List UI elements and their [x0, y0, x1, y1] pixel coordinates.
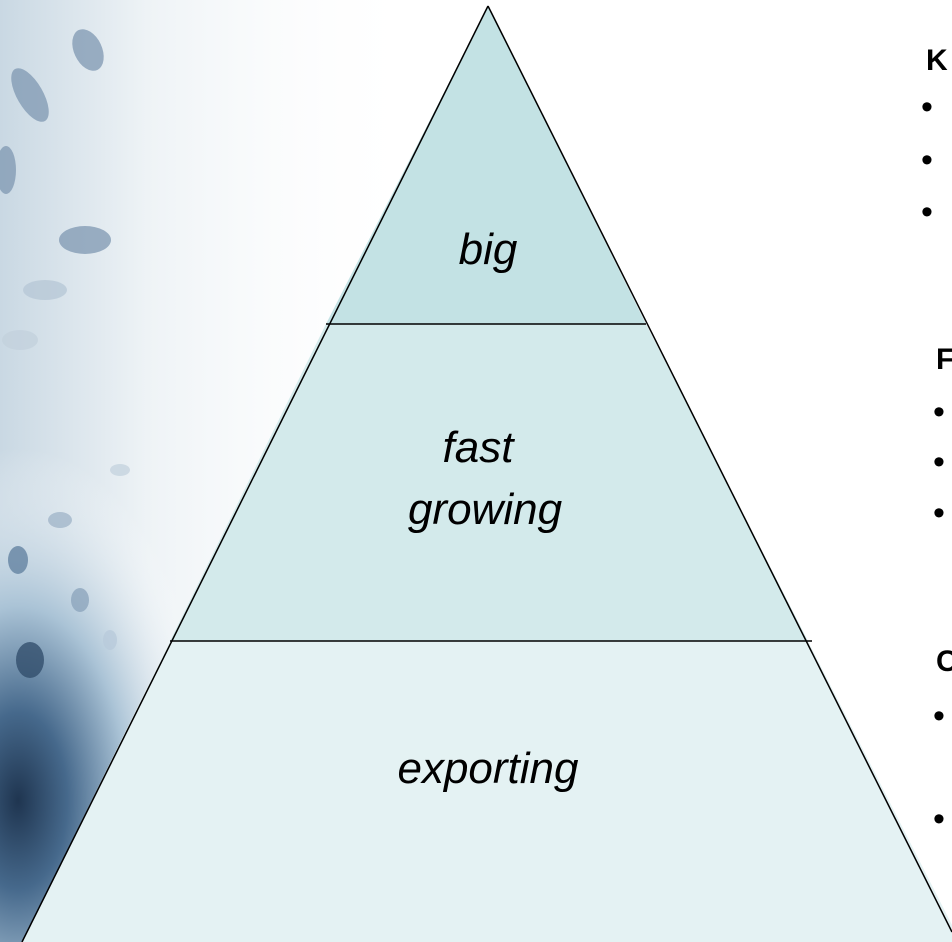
bullet-f-2: •: [933, 443, 945, 481]
bullet-k-3: •: [921, 193, 933, 231]
section-heading-f: F: [936, 343, 952, 376]
bullet-k-2: •: [921, 141, 933, 179]
pyramid-tier-top: [326, 6, 646, 324]
pyramid-left-edge: [21, 5, 489, 942]
tier-label-big: big: [458, 225, 518, 274]
pyramid-tier-middle: [170, 324, 808, 641]
pyramid-right-edge: [487, 5, 952, 933]
pyramid-tier-bottom: [22, 641, 952, 942]
tier-label-growing: growing: [407, 485, 563, 534]
bullet-c-1: •: [933, 697, 945, 735]
bullet-c-2: •: [933, 800, 945, 838]
bullet-k-1: •: [921, 88, 933, 126]
section-heading-c: C: [936, 645, 952, 678]
bullet-f-1: •: [933, 393, 945, 431]
tier-label-fast: fast: [442, 423, 514, 472]
tier-label-exporting: exporting: [397, 744, 579, 793]
bullet-f-3: •: [933, 494, 945, 532]
section-heading-k: K: [926, 44, 948, 77]
